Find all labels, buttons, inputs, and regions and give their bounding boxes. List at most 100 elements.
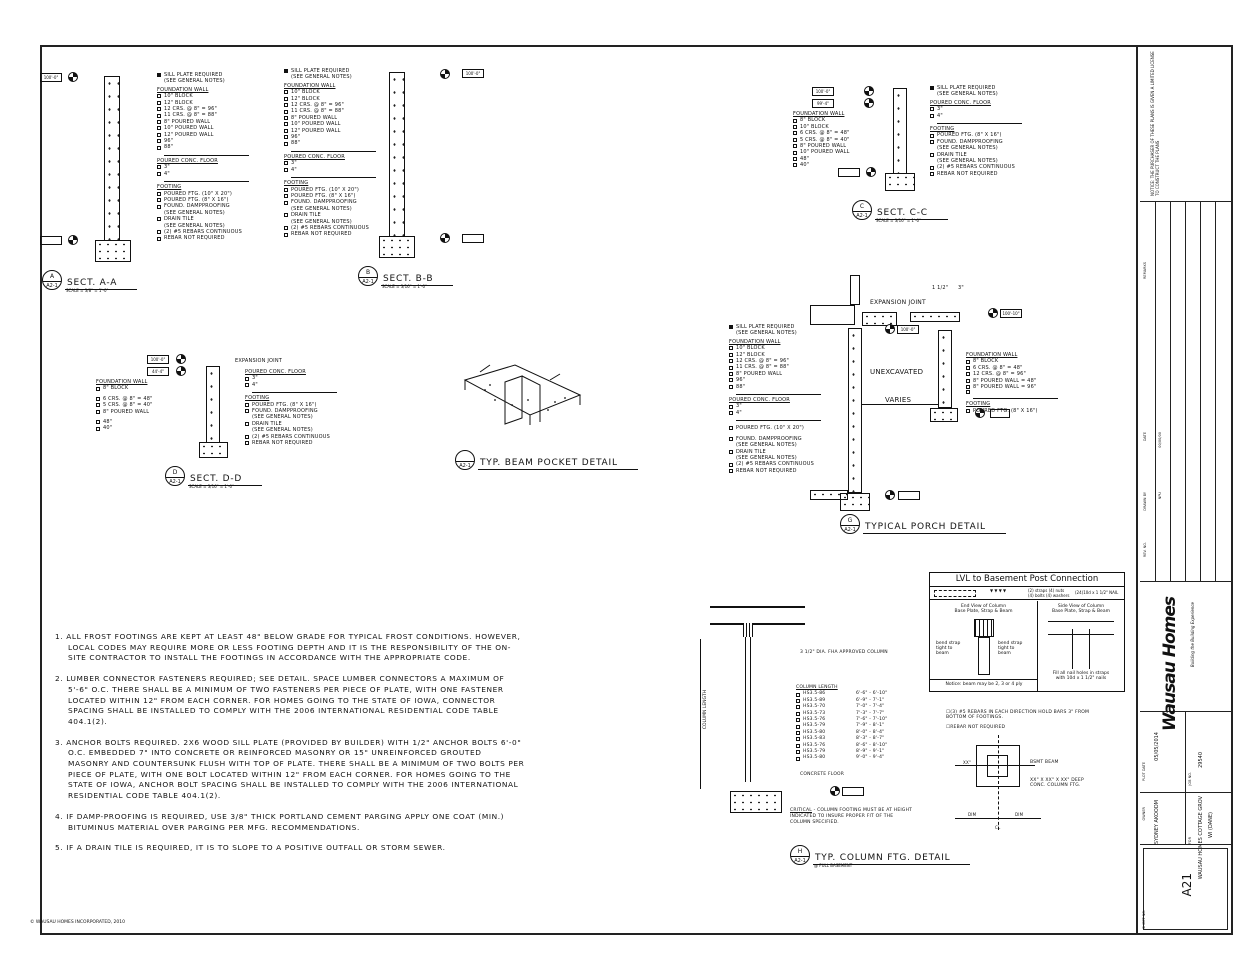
checkbox[interactable] — [157, 113, 161, 118]
checkbox[interactable] — [793, 118, 797, 123]
checkbox[interactable] — [729, 378, 733, 383]
checkbox[interactable] — [157, 107, 161, 112]
checkbox[interactable] — [966, 390, 970, 395]
checkbox[interactable] — [793, 150, 797, 155]
checkbox[interactable] — [966, 378, 970, 383]
checkbox[interactable] — [284, 232, 288, 237]
checkbox[interactable] — [284, 187, 288, 192]
checkbox[interactable] — [729, 359, 733, 364]
checkbox[interactable] — [157, 191, 161, 196]
checkbox[interactable] — [729, 384, 733, 389]
checkbox[interactable] — [96, 403, 100, 408]
checkbox[interactable] — [284, 128, 288, 133]
checkbox[interactable] — [157, 100, 161, 105]
checkbox[interactable] — [284, 122, 288, 127]
checkbox[interactable] — [245, 402, 249, 407]
checkbox[interactable] — [793, 157, 797, 162]
checkbox[interactable] — [796, 724, 800, 729]
checkbox[interactable] — [157, 171, 161, 176]
checkbox[interactable] — [796, 692, 800, 697]
checkbox[interactable] — [796, 731, 800, 736]
rebar-not-required-checkbox[interactable]: ☐ — [946, 725, 951, 730]
checkbox[interactable] — [157, 236, 161, 241]
checkbox[interactable] — [157, 94, 161, 99]
checkbox[interactable] — [729, 404, 733, 409]
checkbox[interactable] — [245, 441, 249, 446]
checkbox[interactable] — [157, 145, 161, 150]
checkbox[interactable] — [930, 172, 934, 177]
checkbox[interactable] — [796, 756, 800, 761]
checkbox[interactable] — [796, 737, 800, 742]
checkbox[interactable] — [284, 116, 288, 121]
checkbox[interactable] — [796, 711, 800, 716]
checkbox[interactable] — [729, 325, 733, 330]
checkbox[interactable] — [729, 468, 733, 473]
checkbox[interactable] — [157, 204, 161, 209]
checkbox[interactable] — [930, 165, 934, 170]
checkbox[interactable] — [284, 167, 288, 172]
checkbox[interactable] — [157, 132, 161, 137]
checkbox[interactable] — [96, 420, 100, 425]
checkbox[interactable] — [729, 372, 733, 377]
checkbox[interactable] — [96, 426, 100, 431]
checkbox[interactable] — [966, 366, 970, 371]
checkbox[interactable] — [157, 126, 161, 131]
checkbox[interactable] — [796, 743, 800, 748]
checkbox[interactable] — [729, 346, 733, 351]
checkbox[interactable] — [796, 705, 800, 710]
checkbox[interactable] — [284, 96, 288, 101]
checkbox[interactable] — [793, 125, 797, 130]
checkbox[interactable] — [157, 198, 161, 203]
checkbox[interactable] — [157, 217, 161, 222]
checkbox[interactable] — [96, 386, 100, 391]
checkbox[interactable] — [796, 718, 800, 723]
checkbox[interactable] — [966, 359, 970, 364]
checkbox[interactable] — [284, 135, 288, 140]
checkbox[interactable] — [284, 109, 288, 114]
checkbox[interactable] — [284, 226, 288, 231]
checkbox[interactable] — [796, 699, 800, 704]
checkbox[interactable] — [930, 152, 934, 157]
checkbox[interactable] — [245, 409, 249, 414]
checkbox[interactable] — [930, 113, 934, 118]
checkbox[interactable] — [245, 383, 249, 388]
checkbox[interactable] — [157, 120, 161, 125]
rebar-checkbox[interactable]: ☐ — [946, 710, 951, 715]
checkbox[interactable] — [284, 90, 288, 95]
checkbox[interactable] — [284, 103, 288, 108]
checkbox[interactable] — [284, 141, 288, 146]
checkbox[interactable] — [793, 131, 797, 136]
checkbox[interactable] — [729, 426, 733, 431]
checkbox[interactable] — [729, 365, 733, 370]
checkbox[interactable] — [729, 449, 733, 454]
checkbox[interactable] — [793, 163, 797, 168]
checkbox[interactable] — [930, 86, 934, 91]
checkbox[interactable] — [796, 750, 800, 755]
checkbox[interactable] — [930, 133, 934, 138]
checkbox[interactable] — [157, 139, 161, 144]
checkbox[interactable] — [157, 165, 161, 170]
checkbox[interactable] — [729, 436, 733, 441]
checkbox[interactable] — [245, 434, 249, 439]
checkbox[interactable] — [245, 422, 249, 427]
checkbox[interactable] — [729, 352, 733, 357]
checkbox[interactable] — [284, 200, 288, 205]
checkbox[interactable] — [96, 409, 100, 414]
checkbox[interactable] — [157, 73, 161, 78]
checkbox[interactable] — [157, 230, 161, 235]
checkbox[interactable] — [966, 409, 970, 414]
checkbox[interactable] — [284, 194, 288, 199]
checkbox[interactable] — [966, 372, 970, 377]
checkbox[interactable] — [930, 140, 934, 145]
checkbox[interactable] — [966, 385, 970, 390]
checkbox[interactable] — [930, 107, 934, 112]
checkbox[interactable] — [284, 213, 288, 218]
checkbox[interactable] — [793, 137, 797, 142]
checkbox[interactable] — [245, 376, 249, 381]
checkbox[interactable] — [729, 411, 733, 416]
checkbox[interactable] — [284, 161, 288, 166]
checkbox[interactable] — [284, 69, 288, 74]
checkbox[interactable] — [793, 144, 797, 149]
checkbox[interactable] — [729, 462, 733, 467]
checkbox[interactable] — [96, 397, 100, 402]
